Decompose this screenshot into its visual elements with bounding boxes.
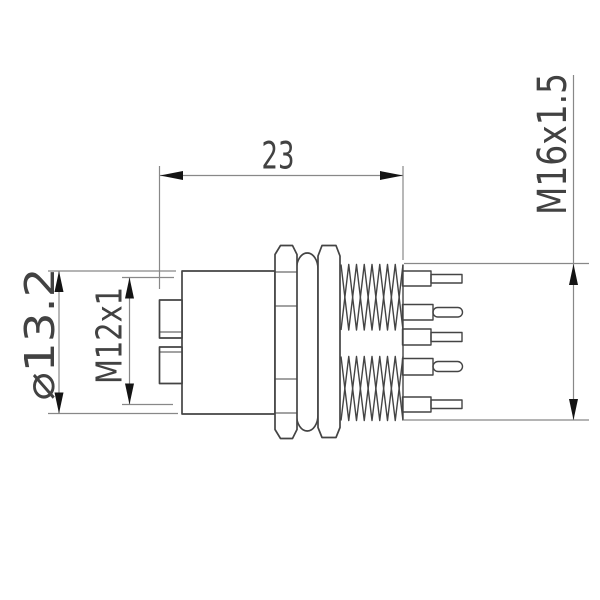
o-ring xyxy=(295,252,319,432)
dim-width: 23 xyxy=(158,135,404,289)
arrowhead-up xyxy=(569,264,578,285)
dim-mount-thread: M16x1.5 xyxy=(404,73,589,421)
dim-body-diameter-label: ⌀13.2 xyxy=(16,268,64,401)
pin xyxy=(401,328,463,346)
pin-tip xyxy=(430,399,463,410)
pin-tip xyxy=(432,360,464,373)
pin-body xyxy=(401,357,434,376)
front-tabs xyxy=(158,299,183,385)
solder-pins xyxy=(401,270,464,413)
main-body xyxy=(181,270,276,415)
pin-body xyxy=(401,328,432,346)
pin xyxy=(401,270,463,287)
arrowhead-up xyxy=(54,271,64,292)
pin xyxy=(401,396,463,413)
tab-bottom xyxy=(158,346,183,385)
hex-nut-outline xyxy=(274,244,298,440)
thread-flank-line xyxy=(340,263,404,331)
thread-flank-line xyxy=(340,355,404,422)
pin-tip xyxy=(430,331,463,343)
tab-top xyxy=(158,299,183,339)
dim-mount-thread-label: M16x1.5 xyxy=(530,73,576,215)
hex-nut xyxy=(274,244,298,440)
pin-tip xyxy=(432,306,464,318)
dim-body-diameter: ⌀13.2 xyxy=(16,268,178,415)
pin-body xyxy=(401,396,432,413)
arrowhead-right xyxy=(380,171,403,180)
arrowhead-down xyxy=(125,383,134,405)
thread-flank-line xyxy=(340,263,404,331)
washer xyxy=(317,244,341,439)
connector-body xyxy=(158,244,464,440)
pin-body xyxy=(401,303,434,321)
arrowhead-up xyxy=(125,277,134,299)
mount-thread xyxy=(340,263,404,422)
dim-coupling-thread-label: M12x1 xyxy=(90,287,131,384)
pin-tip xyxy=(430,273,463,284)
dim-coupling-thread: M12x1 xyxy=(90,276,174,406)
arrowhead-left xyxy=(160,171,183,180)
pin xyxy=(401,357,464,376)
arrowhead-down xyxy=(54,392,64,414)
thread-flank-line xyxy=(340,355,404,422)
dim-width-label: 23 xyxy=(262,135,295,178)
pin-body xyxy=(401,270,432,287)
pin xyxy=(401,303,464,321)
arrowhead-down xyxy=(569,399,578,420)
